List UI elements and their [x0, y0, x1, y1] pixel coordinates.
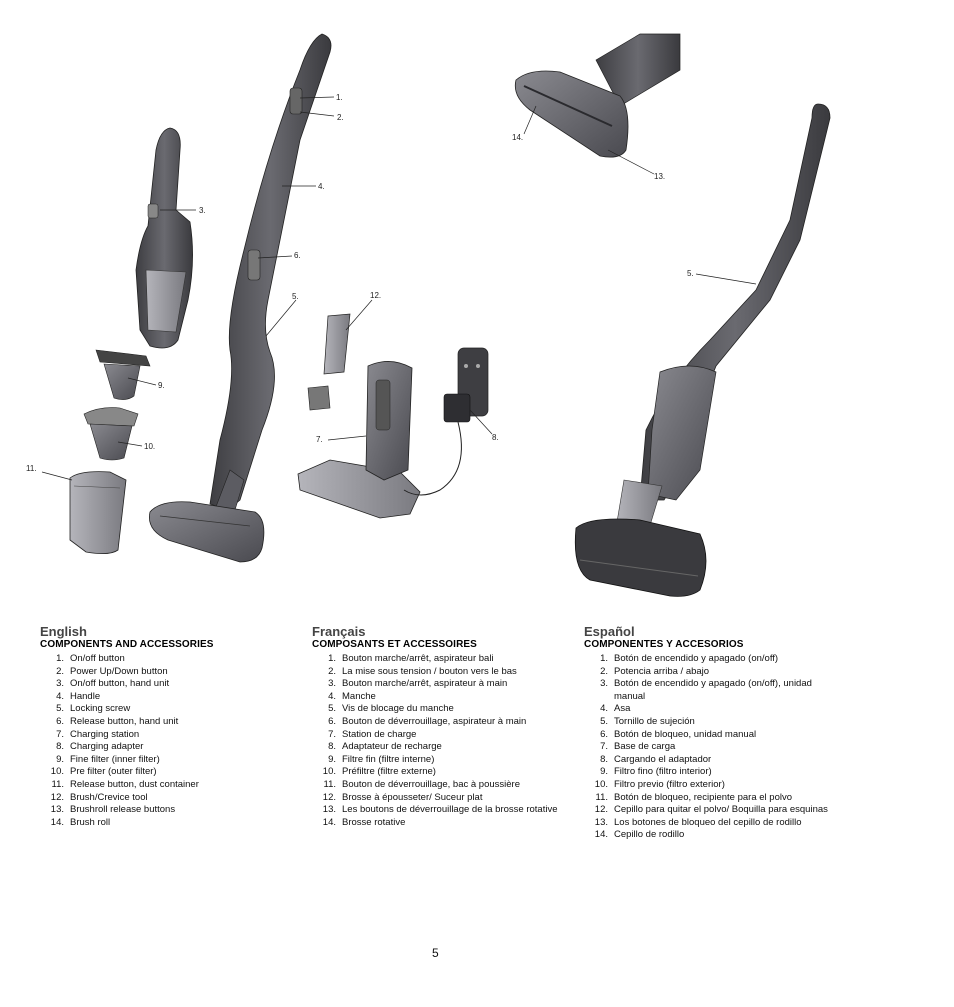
list-item: 7.Station de charge — [328, 728, 417, 740]
french-section: Français COMPOSANTS ET ACCESSOIRES 1.Bou… — [312, 624, 574, 829]
list-item: 10.Préfiltre (filtre externe) — [322, 766, 436, 778]
leader-lines — [41, 96, 757, 481]
list-item: 9.Filtre fin (filtre interne) — [328, 753, 435, 765]
english-section: English COMPONENTS AND ACCESSORIES 1.On/… — [40, 624, 302, 829]
nozzle-closeup — [510, 33, 681, 165]
component-list-english: 1.On/off button 2.Power Up/Down button 3… — [40, 653, 302, 829]
callout-3: 3. — [199, 206, 206, 215]
list-item: 9.Fine filter (inner filter) — [56, 753, 160, 765]
list-item: 14.Brosse rotative — [322, 816, 406, 828]
list-item: 12.Brosse à épousseter/ Suceur plat — [322, 791, 483, 803]
callout-14: 14. — [512, 133, 523, 142]
component-list-french: 1.Bouton marche/arrêt, aspirateur bali 2… — [312, 653, 574, 829]
callout-5: 5. — [292, 292, 299, 301]
charging-station — [297, 361, 421, 519]
list-item: 7.Charging station — [56, 728, 140, 740]
callout-13: 13. — [654, 172, 665, 181]
callout-5-assembled: 5. — [687, 269, 694, 278]
list-item: 3.Bouton marche/arrêt, aspirateur à main — [328, 678, 508, 690]
list-item: 13.Brushroll release buttons — [50, 804, 176, 816]
pre-filter — [83, 407, 139, 461]
list-item: 5.Locking screw — [56, 703, 131, 715]
dust-container — [69, 471, 127, 554]
hand-unit — [135, 127, 193, 349]
list-item: 8.Charging adapter — [56, 741, 144, 753]
list-item: 12.Cepillo para quitar el polvo/ Boquill… — [594, 804, 828, 816]
list-item: 6.Release button, hand unit — [56, 715, 179, 727]
list-item: 4.Handle — [56, 690, 101, 702]
crevice-tool — [307, 313, 351, 411]
list-item: 2.La mise sous tension / bouton vers le … — [328, 665, 517, 677]
list-item: 13.Los botones de bloqueo del cepillo de… — [594, 816, 802, 828]
callout-8: 8. — [492, 433, 499, 442]
list-item: 10.Filtro previo (filtro exterior) — [594, 778, 725, 790]
list-item: 2.Power Up/Down button — [56, 665, 168, 677]
section-heading-french: COMPOSANTS ET ACCESSOIRES — [312, 639, 477, 650]
callout-11: 11. — [26, 464, 37, 473]
list-item: 9.Filtro fino (filtro interior) — [600, 766, 712, 778]
list-item: 1.On/off button — [56, 653, 125, 664]
callout-1: 1. — [336, 93, 343, 102]
charging-adapter — [403, 347, 489, 496]
list-item: 5.Vis de blocage du manche — [328, 703, 454, 715]
language-title-french: Français — [312, 624, 366, 639]
product-illustration: 1. 2. 3. 4. 5. 6. 7. 8. 9. 10. 11. 12. 1… — [26, 33, 831, 597]
list-item: 12.Brush/Crevice tool — [50, 791, 148, 803]
component-list-spanish: 1.Botón de encendido y apagado (on/off) … — [584, 653, 834, 842]
list-item: 1.Botón de encendido y apagado (on/off) — [600, 653, 779, 664]
list-item: 11.Bouton de déverrouillage, bac à pouss… — [323, 778, 520, 790]
list-item: 6.Botón de bloqueo, unidad manual — [600, 728, 757, 740]
list-item: 14.Cepillo de rodillo — [594, 829, 685, 841]
list-item: 2.Potencia arriba / abajo — [600, 665, 710, 677]
list-item: 8.Adaptateur de recharge — [328, 741, 442, 753]
callout-2: 2. — [337, 113, 344, 122]
stick-vacuum-assembled — [574, 103, 831, 597]
list-item: 6.Bouton de déverrouillage, aspirateur à… — [328, 715, 527, 727]
list-item: 8.Cargando el adaptador — [600, 753, 712, 765]
stick-vacuum-main — [149, 33, 332, 563]
language-title-english: English — [40, 624, 87, 639]
section-heading-english: COMPONENTS AND ACCESSORIES — [40, 639, 214, 650]
language-title-spanish: Español — [584, 624, 635, 639]
list-item: 7.Base de carga — [600, 741, 676, 753]
list-item: 10.Pre filter (outer filter) — [50, 766, 157, 778]
callout-labels: 1. 2. 3. 4. 5. 6. 7. 8. 9. 10. 11. 12. 1… — [26, 93, 694, 473]
list-item: 13.Les boutons de déverrouillage de la b… — [322, 804, 558, 816]
section-heading-spanish: COMPONENTES Y ACCESORIOS — [584, 639, 744, 650]
list-item: 3.Botón de encendido y apagado (on/off),… — [600, 678, 812, 702]
callout-4: 4. — [318, 182, 325, 191]
spanish-section: Español COMPONENTES Y ACCESORIOS 1.Botón… — [584, 624, 834, 842]
callout-7: 7. — [316, 435, 323, 444]
page-number: 5 — [432, 946, 439, 960]
callout-10: 10. — [144, 442, 155, 451]
fine-filter — [95, 349, 151, 400]
list-item: 1.Bouton marche/arrêt, aspirateur bali — [328, 653, 494, 664]
callout-6: 6. — [294, 251, 301, 260]
list-item: 4.Asa — [600, 703, 631, 715]
list-item: 5.Tornillo de sujeción — [600, 715, 695, 727]
list-item: 14.Brush roll — [50, 816, 111, 828]
callout-12: 12. — [370, 291, 381, 300]
list-item: 3.On/off button, hand unit — [56, 678, 170, 690]
callout-9: 9. — [158, 381, 165, 390]
list-item: 4.Manche — [328, 690, 376, 702]
list-item: 11.Botón de bloqueo, recipiente para el … — [595, 791, 792, 803]
list-item: 11.Release button, dust container — [51, 778, 199, 790]
